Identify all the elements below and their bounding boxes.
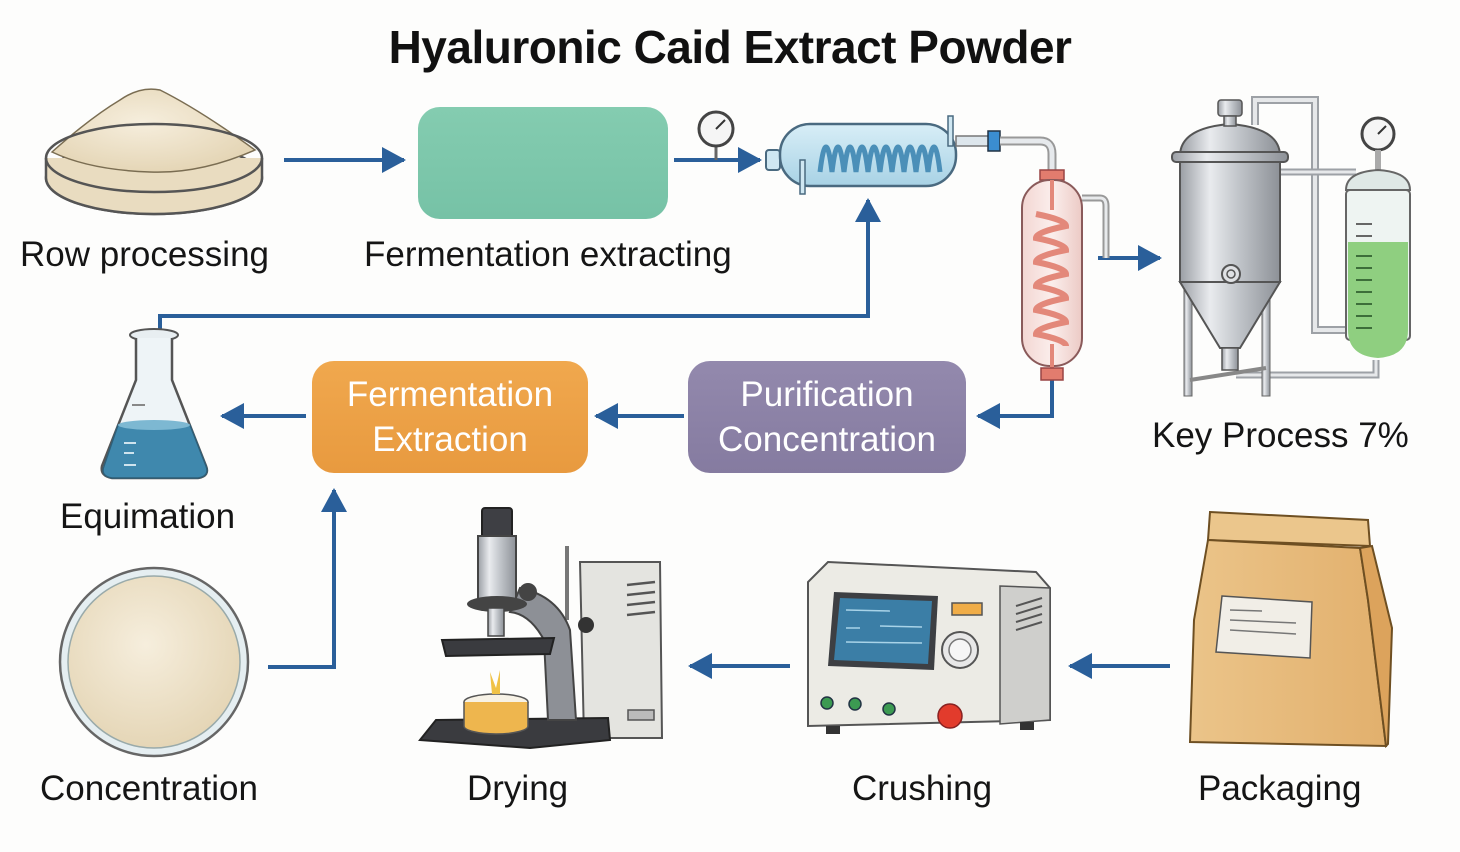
fermentation-extracting-box [418,107,668,219]
fermentation-extraction-line1: Fermentation [346,375,554,414]
label-packaging: Packaging [1198,769,1362,808]
diagram-title: Hyaluronic Caid Extract Powder [388,21,1072,73]
label-concentration: Concentration [40,769,258,808]
powder-bowl-icon [58,566,250,758]
label-key-process: Key Process 7% [1152,416,1409,455]
control-unit-icon [807,560,1051,734]
label-equimation: Equimation [60,497,236,536]
powder-dish-icon [44,88,264,216]
label-fermentation-extracting: Fermentation extracting [364,235,732,274]
label-drying: Drying [467,769,569,808]
purification-concentration-line1: Purification [740,375,914,414]
arrow-exchanger-to-purification [976,380,1054,429]
erlenmeyer-flask-icon [100,328,209,480]
heat-exchanger-icon [1021,169,1110,381]
arrow-concentration-to-extraction [268,488,347,669]
microscope-dryer-icon [418,507,664,750]
pressure-gauge-icon [697,110,735,160]
label-row-processing: Row processing [20,235,269,274]
purification-concentration-line2: Concentration [718,420,936,459]
fermentation-extraction-line2: Extraction [372,420,528,459]
fermentation-tank-icon [1171,96,1412,397]
arrow-equimation-to-condenser [158,198,881,330]
paper-bag-icon [1188,510,1394,749]
fermentation-extraction-box: Fermentation Extraction [312,361,588,473]
purification-concentration-box: Purification Concentration [688,361,966,473]
coil-condenser-icon [765,115,1057,195]
label-crushing: Crushing [852,769,993,808]
